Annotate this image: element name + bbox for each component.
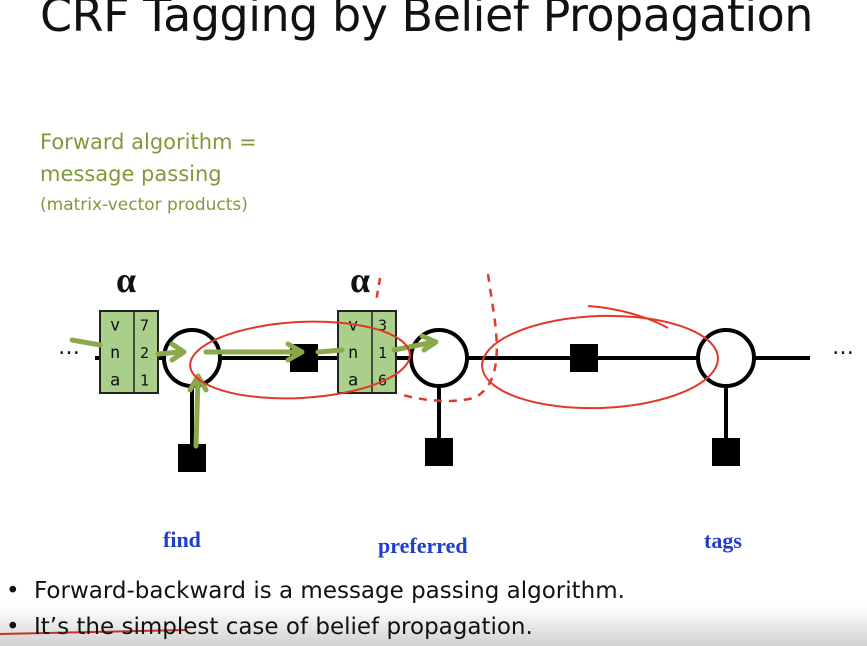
message-arrow-unary-up [193, 375, 201, 449]
alpha-table-1-value-v: 7 [140, 317, 149, 335]
unary-factor-find [178, 444, 206, 472]
message-arrow-to-find-head [169, 341, 187, 363]
bottom-shade [0, 606, 867, 646]
annotation-line-2: message passing [40, 162, 222, 186]
alpha-table-1-value-a: 1 [140, 371, 149, 389]
message-arrow-to-preferred-head [419, 333, 439, 353]
alpha-table-2-tag-v: v [348, 316, 358, 336]
bullet-text-2: It’s the simplest case of belief propaga… [34, 614, 533, 640]
message-arrow-left-in [69, 337, 103, 348]
alpha-table-1: v 7 n 2 a 1 [99, 310, 159, 394]
alpha-table-1-box [99, 310, 159, 394]
message-arrow-to-find [155, 349, 183, 357]
bullet-item-1: • Forward-backward is a message passing a… [6, 578, 625, 604]
annotation-line-3: (matrix-vector products) [40, 195, 248, 215]
message-arrow-to-preferred [391, 339, 437, 353]
alpha-table-1-tag-n: n [110, 343, 120, 363]
bullet-text-1: Forward-backward is a message passing al… [34, 578, 625, 604]
alpha-table-2-value-v: 3 [378, 317, 387, 335]
ellipsis-right: … [832, 335, 854, 360]
bullet-dot: • [6, 578, 20, 604]
red-dashed-cut-right [399, 273, 498, 403]
unary-factor-preferred [425, 438, 453, 466]
red-stroke-top [587, 305, 669, 329]
word-find: find [163, 527, 201, 552]
unary-factor-tags [712, 438, 740, 466]
alpha-table-2-tag-n: n [348, 343, 358, 363]
annotation-line-1: Forward algorithm = [40, 130, 257, 154]
message-arrow-factor-to-alpha [315, 347, 345, 355]
alpha-table-2-value-n: 1 [378, 344, 387, 362]
bullet-dot: • [6, 614, 20, 640]
message-arrow-find-to-factor-head [285, 341, 305, 363]
message-arrow-unary-up-head [187, 373, 209, 393]
variable-node-preferred [409, 328, 469, 388]
binary-factor-2 [570, 344, 598, 372]
red-dashed-cut-left [374, 277, 382, 303]
red-ellipse-left [189, 320, 411, 400]
alpha-label-2: α [350, 260, 370, 300]
bullet-item-2: • It’s the simplest case of belief propag… [6, 614, 533, 640]
alpha-label-1: α [116, 260, 136, 300]
alpha-table-1-tag-a: a [110, 370, 120, 390]
alpha-table-1-tag-v: v [110, 316, 120, 336]
word-preferred: preferred [378, 533, 468, 558]
word-tags: tags [704, 528, 742, 553]
red-ellipse-right [481, 314, 719, 410]
alpha-table-2-tag-a: a [348, 370, 358, 390]
alpha-table-1-value-n: 2 [140, 344, 149, 362]
slide-title: CRF Tagging by Belief Propagation [40, 0, 813, 42]
red-strike-line [0, 629, 187, 635]
